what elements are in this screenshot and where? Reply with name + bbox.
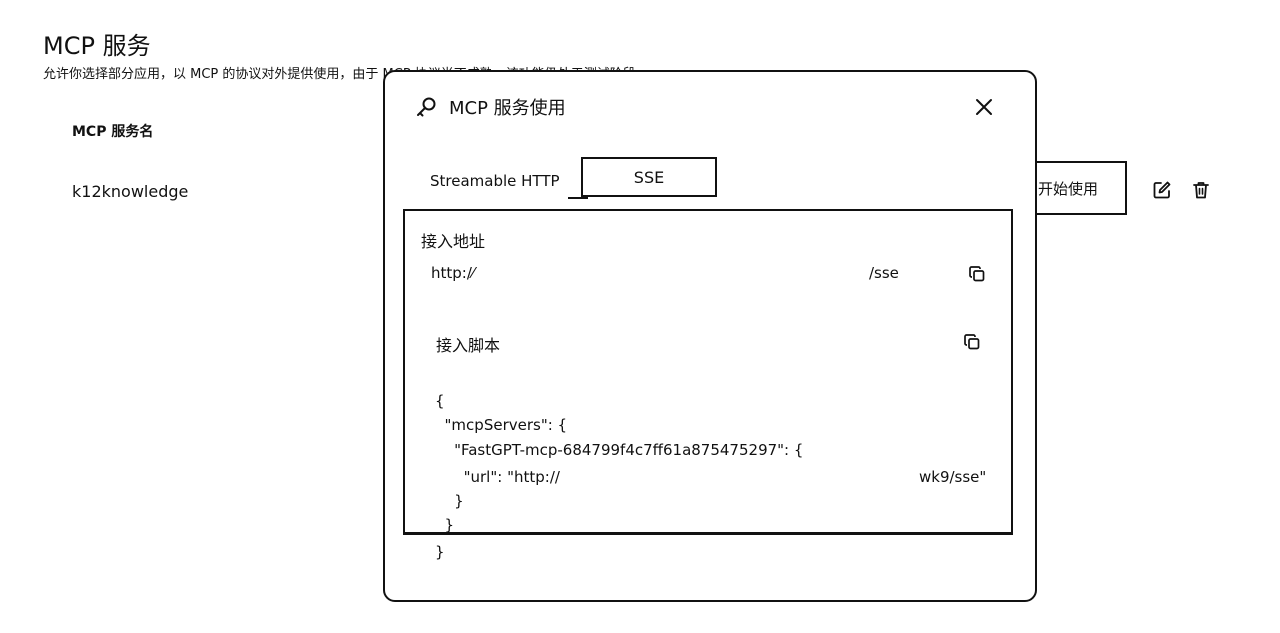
script-line: } [435, 543, 445, 561]
column-header-service-name: MCP 服务名 [72, 124, 154, 140]
address-label: 接入地址 [421, 232, 486, 251]
script-label: 接入脚本 [436, 336, 501, 355]
copy-icon[interactable] [963, 333, 981, 351]
tab-sse[interactable]: SSE [581, 157, 717, 197]
modal-title: MCP 服务使用 [449, 98, 566, 119]
script-line: } [435, 492, 464, 510]
modal-header: MCP 服务使用 [415, 94, 566, 120]
service-name-cell: k12knowledge [72, 182, 189, 201]
tab-underline [568, 197, 588, 199]
tab-streamable-http[interactable]: Streamable HTTP [430, 172, 560, 190]
script-line: wk9/sse" [919, 468, 987, 486]
start-using-label: 开始使用 [1037, 179, 1098, 198]
close-icon[interactable] [973, 96, 995, 118]
script-line: } [435, 516, 455, 534]
address-url-end: /sse [869, 264, 899, 282]
tab-sse-label: SSE [633, 167, 665, 187]
script-line: { [435, 392, 445, 410]
script-line: "url": "http:// [435, 468, 560, 486]
mcp-usage-modal: MCP 服务使用 Streamable HTTP SSE 接入地址 http:/… [383, 70, 1037, 602]
copy-icon[interactable] [968, 265, 986, 283]
script-line: "mcpServers": { [435, 416, 568, 434]
page-title: MCP 服务 [43, 32, 151, 60]
trash-icon[interactable] [1191, 180, 1211, 200]
edit-icon[interactable] [1152, 180, 1172, 200]
script-line: "FastGPT-mcp-684799f4c7ff61a875475297": … [435, 441, 804, 459]
address-url-start: http:/⁄ [431, 264, 475, 282]
connection-panel [403, 209, 1013, 535]
key-icon [417, 97, 436, 117]
